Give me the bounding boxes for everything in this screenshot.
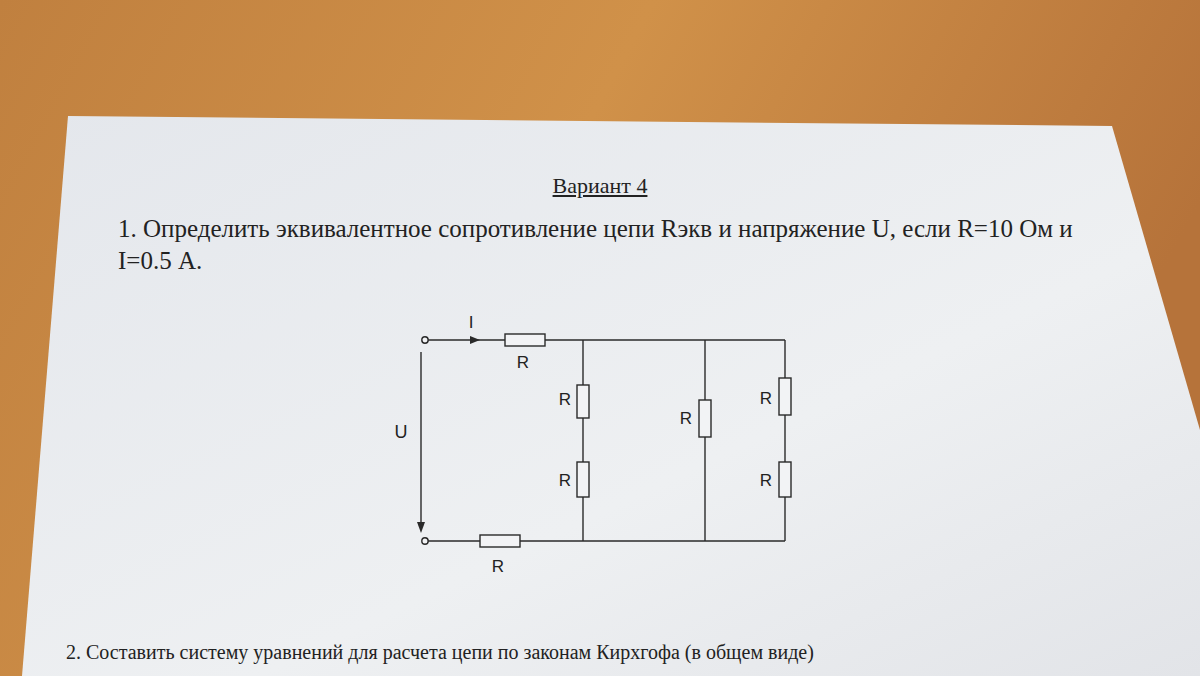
wire (704, 340, 705, 400)
wire (582, 418, 583, 462)
resistor-label: R (678, 409, 694, 428)
wire (545, 339, 785, 340)
task-text: 2. Составить систему уравнений для расче… (66, 640, 1146, 664)
paper-sheet (22, 116, 1200, 676)
resistor-symbol (505, 334, 545, 346)
resistor-symbol (779, 462, 791, 497)
current-label: I (467, 313, 476, 332)
resistor-label: R (490, 557, 506, 576)
wire (704, 437, 705, 541)
resistor-label: R (557, 390, 573, 409)
resistor-label: R (758, 471, 774, 490)
wire (784, 497, 785, 541)
variant-heading: Вариант 4 (0, 173, 1200, 199)
wire (582, 340, 583, 385)
resistor-symbol (577, 385, 589, 418)
wire (520, 540, 785, 541)
resistor-symbol (699, 400, 711, 437)
task-text: 1. Определить эквивалентное сопротивлени… (118, 213, 1103, 277)
resistor-symbol (577, 462, 589, 497)
wire (784, 340, 785, 378)
wire (428, 540, 480, 541)
current-arrowhead (470, 336, 480, 344)
terminal (422, 337, 428, 343)
terminal (422, 538, 428, 544)
resistor-symbol (480, 535, 520, 547)
voltage-arrow (420, 352, 421, 524)
wire (428, 339, 505, 340)
resistor-label: R (557, 471, 573, 490)
resistor-label: R (758, 389, 774, 408)
wire (582, 497, 583, 541)
resistor-label: R (515, 353, 531, 372)
resistor-symbol (779, 378, 791, 415)
voltage-arrowhead (417, 522, 425, 533)
voltage-label: U (393, 422, 410, 442)
wire (784, 415, 785, 462)
